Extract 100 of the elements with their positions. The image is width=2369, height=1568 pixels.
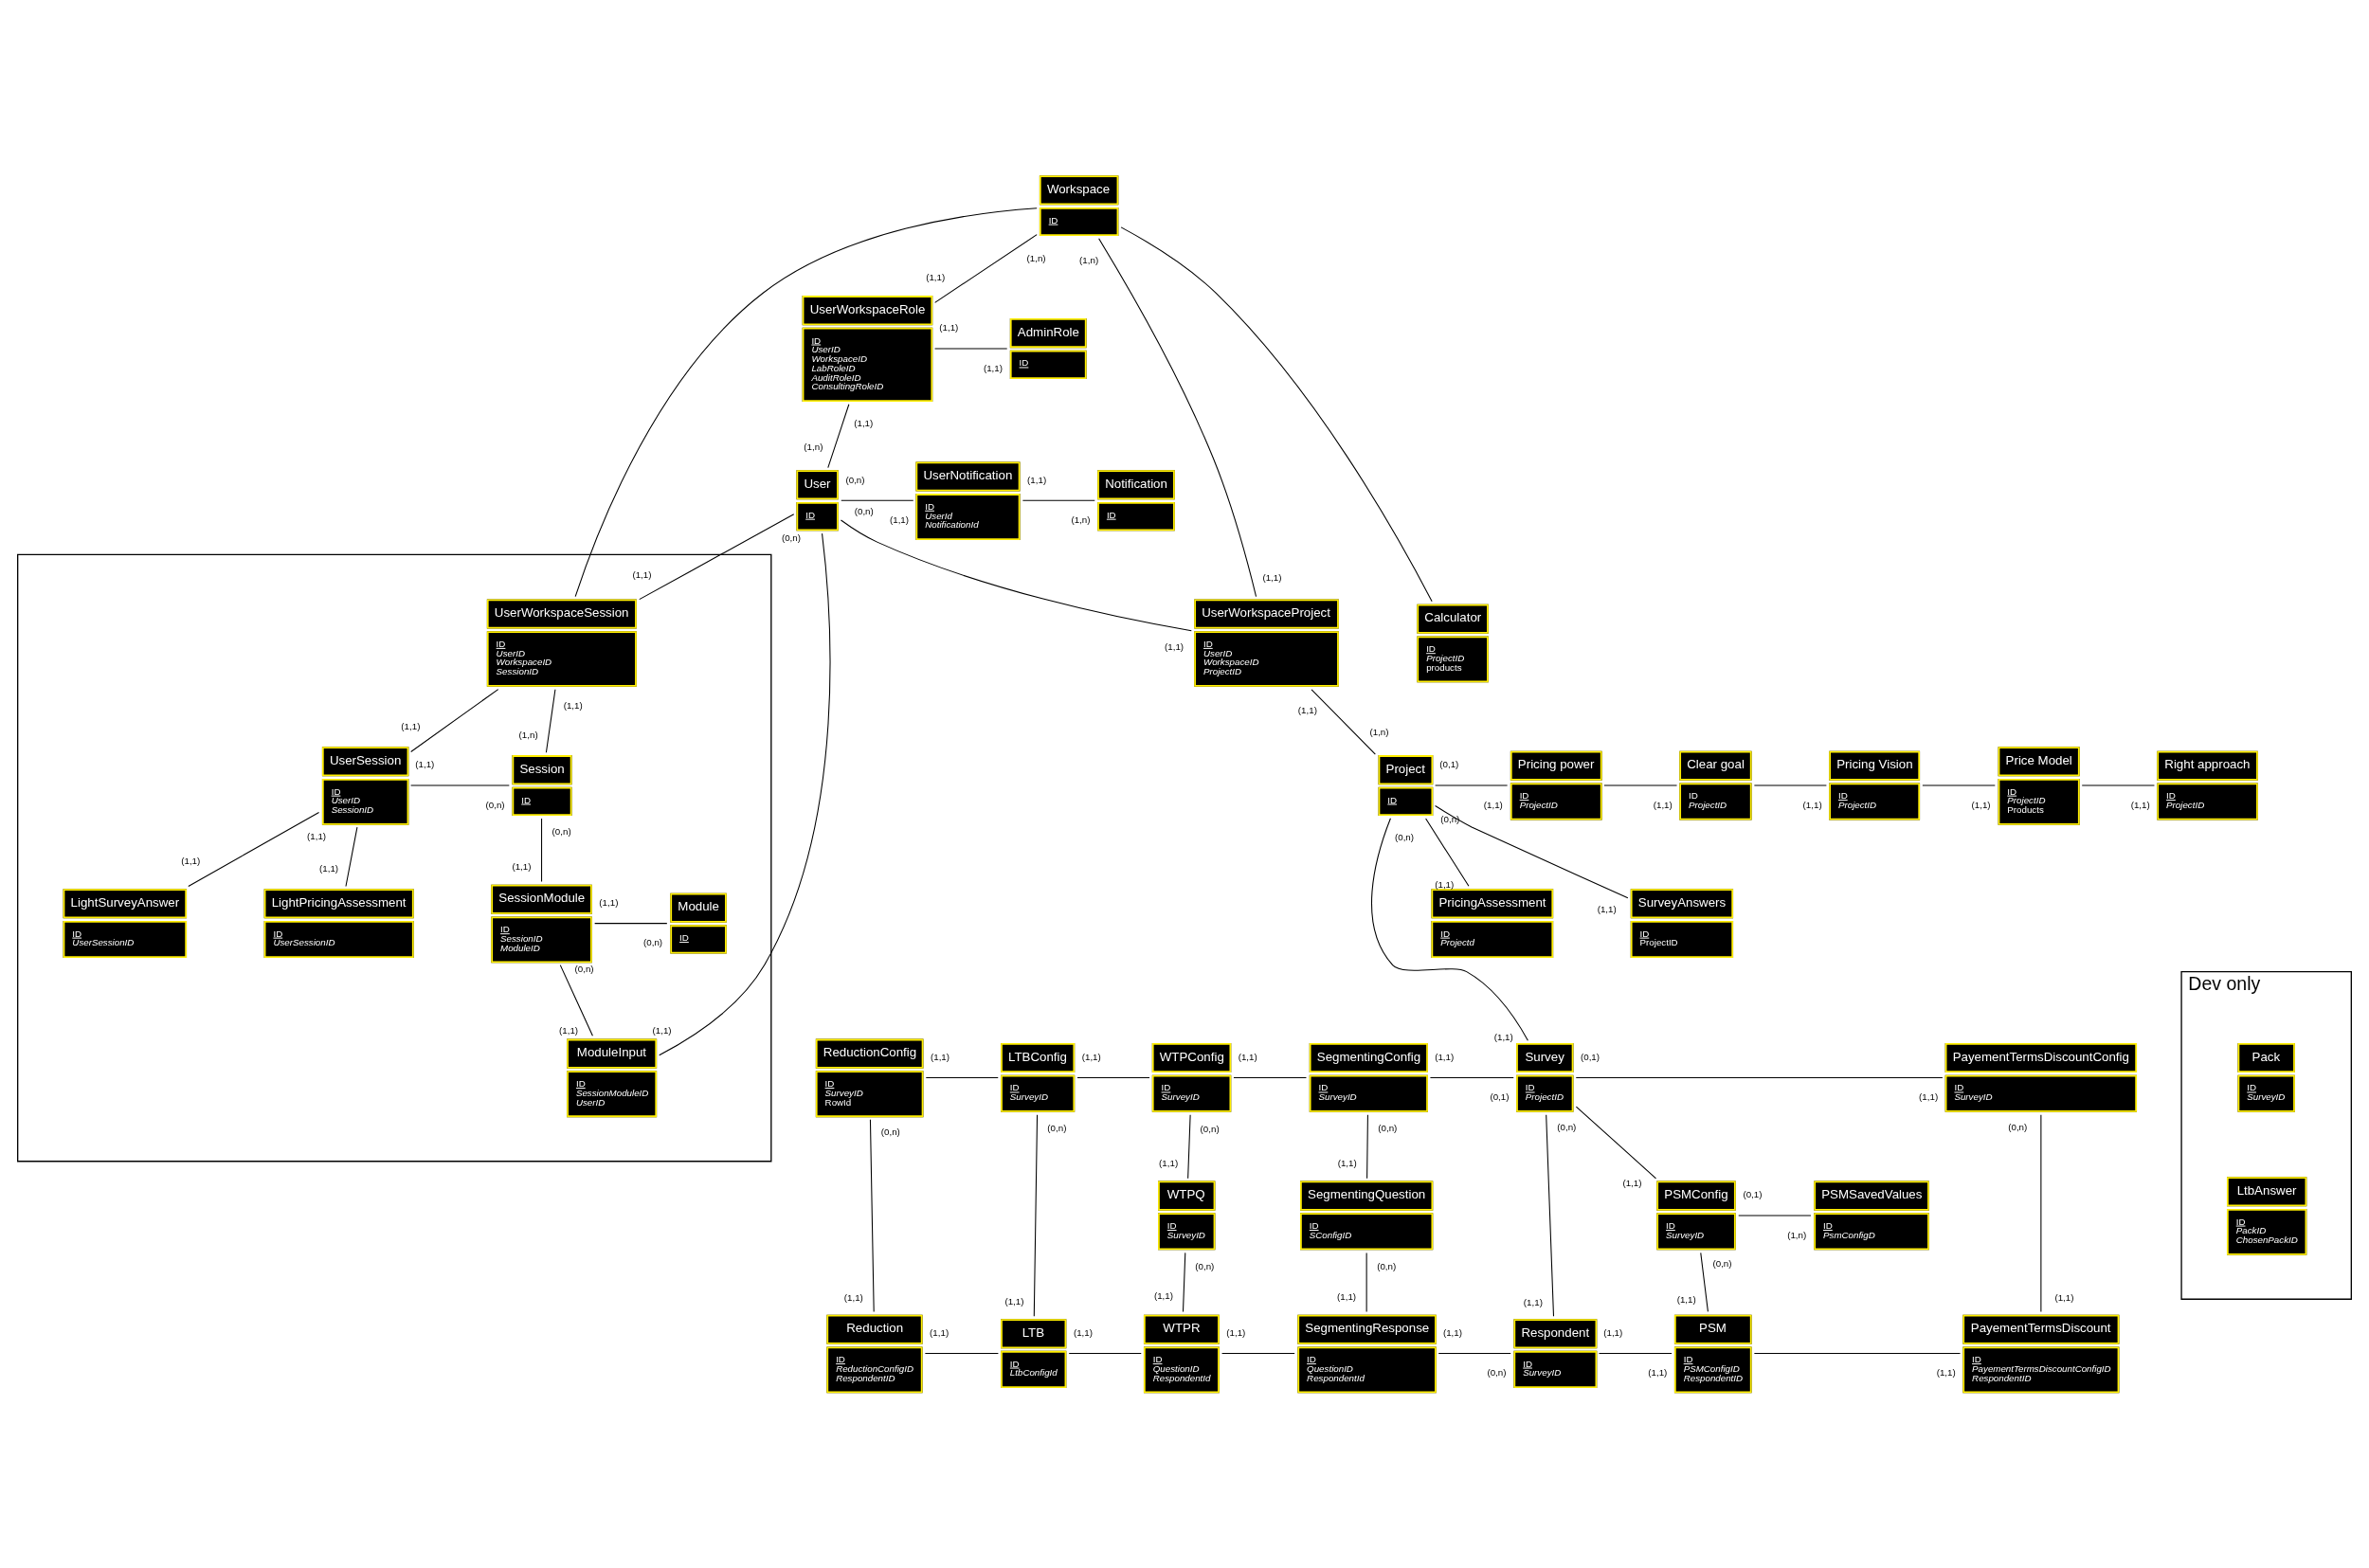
label: (1,1) — [1262, 571, 1282, 583]
connector — [1022, 499, 1095, 501]
connector — [2040, 1114, 2042, 1313]
label: (1,1) — [939, 322, 959, 333]
label: (1,1) — [1653, 799, 1673, 810]
label: (1,1) — [559, 1025, 579, 1036]
connector — [188, 811, 320, 888]
label: (1,1) — [1027, 474, 1047, 485]
label: (1,1) — [319, 862, 339, 874]
cluster — [17, 553, 772, 1162]
connector — [541, 818, 543, 883]
label: (1,1) — [930, 1326, 949, 1338]
connector — [1311, 689, 1376, 755]
connector — [1429, 1076, 1514, 1078]
connector — [841, 499, 914, 501]
label: (1,1) — [1297, 704, 1317, 715]
connector — [1068, 1353, 1142, 1355]
connector — [934, 234, 1038, 303]
label: (1,1) — [1153, 1290, 1174, 1302]
label: (0,n) — [1394, 832, 1415, 843]
label: (0,n) — [2008, 1122, 2028, 1133]
label: (1,1) — [1802, 799, 1822, 810]
label: (1,1) — [401, 721, 421, 732]
label: (1,1) — [926, 272, 946, 283]
label: (1,1) — [415, 759, 435, 770]
connector — [1599, 1353, 1673, 1355]
connector — [925, 1076, 999, 1078]
connector — [827, 404, 850, 469]
label: (1,1) — [1435, 878, 1455, 890]
connector — [410, 689, 499, 752]
connector — [840, 519, 1192, 632]
connector — [345, 826, 358, 887]
connector — [1221, 1353, 1295, 1355]
label: (0,n) — [845, 474, 865, 485]
label: (1,1) — [1603, 1326, 1623, 1338]
label: (1,1) — [931, 1051, 950, 1062]
label: (1,1) — [652, 1024, 672, 1036]
label: (1,1) — [2054, 1291, 2074, 1303]
label: (0,n) — [1200, 1123, 1220, 1134]
label: (0,n) — [781, 532, 802, 543]
connector — [1438, 1353, 1511, 1355]
label: (1,1) — [889, 514, 910, 525]
connector — [1182, 1252, 1186, 1312]
label: (0,1) — [1743, 1189, 1763, 1200]
label: (1,n) — [1787, 1229, 1807, 1240]
label: (1,1) — [632, 568, 652, 580]
label: (1,n) — [518, 730, 538, 741]
label: (1,1) — [1442, 1326, 1463, 1338]
label: (1,1) — [1081, 1051, 1101, 1062]
label: (1,1) — [563, 699, 583, 711]
label: (1,1) — [843, 1291, 863, 1303]
connector — [1700, 1252, 1709, 1312]
connector — [594, 923, 668, 925]
label: (1,1) — [1226, 1326, 1246, 1338]
label: (1,1) — [1004, 1295, 1024, 1307]
connector — [1098, 238, 1257, 598]
label: (1,1) — [2130, 799, 2150, 810]
label: (1,n) — [1079, 254, 1099, 265]
connector — [1546, 1114, 1555, 1317]
label: (0,n) — [1712, 1257, 1732, 1269]
connector — [1575, 1076, 1944, 1078]
label: (1,1) — [512, 861, 532, 873]
label: (0,n) — [574, 963, 594, 974]
label: (1,1) — [854, 417, 874, 428]
connector — [574, 207, 1038, 598]
label: (1,1) — [1597, 904, 1617, 915]
connector — [869, 1119, 875, 1313]
label: (0,n) — [880, 1126, 900, 1138]
label: (1,1) — [1523, 1296, 1543, 1307]
label: (1,1) — [1238, 1051, 1257, 1062]
label: (1,1) — [1337, 1291, 1357, 1303]
connector — [1076, 1076, 1150, 1078]
connector — [1435, 805, 1629, 899]
label: (1,1) — [1676, 1293, 1696, 1305]
connector — [1033, 1114, 1039, 1317]
label: (0,n) — [1047, 1123, 1067, 1134]
label: (1,1) — [1337, 1158, 1357, 1169]
connector — [639, 514, 795, 601]
label: (1,1) — [1159, 1157, 1179, 1168]
label: (1,n) — [804, 442, 823, 453]
label: (1,1) — [307, 830, 327, 841]
label: (0,n) — [854, 506, 874, 517]
connector — [1371, 818, 1528, 1041]
label: (1,1) — [1165, 641, 1184, 653]
connector — [1233, 1076, 1307, 1078]
label: (1,1) — [1483, 799, 1503, 810]
label: (0,1) — [1580, 1051, 1600, 1062]
label: (1,n) — [1369, 726, 1389, 737]
label: (1,1) — [1971, 799, 1991, 810]
connector — [659, 532, 831, 1056]
connector — [1120, 226, 1433, 603]
connector — [545, 689, 556, 753]
label: (0,n) — [1440, 813, 1460, 824]
connector — [1366, 1114, 1368, 1180]
connector — [1753, 1353, 1961, 1355]
connector — [559, 964, 593, 1036]
connector — [1187, 1114, 1191, 1180]
label: (1,1) — [599, 896, 619, 908]
connector — [1575, 1106, 1657, 1180]
connector — [1365, 1252, 1367, 1312]
